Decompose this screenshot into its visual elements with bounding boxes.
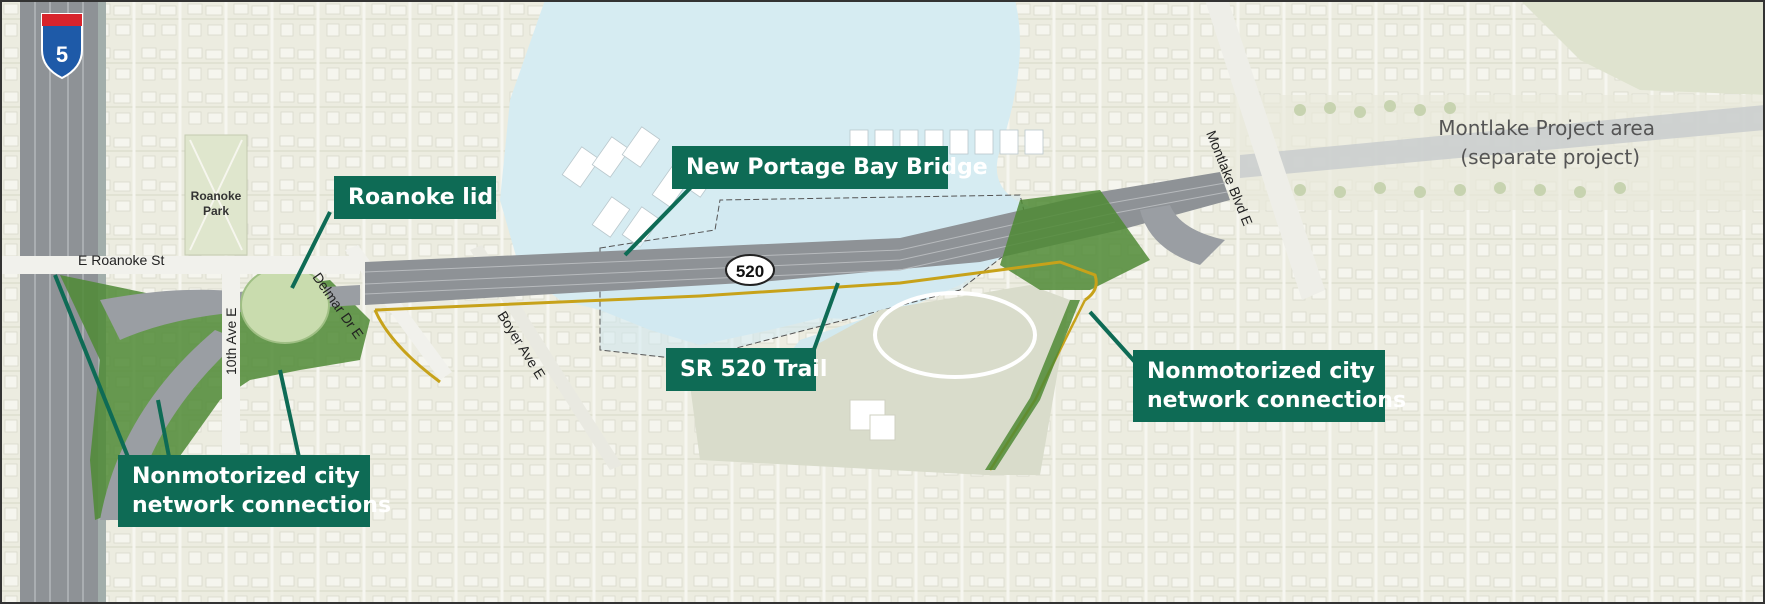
- callout-nonmotorized-west-line1: Nonmotorized city: [132, 464, 360, 489]
- callout-leaders: [53, 176, 1137, 463]
- upper-right-park: [1520, 0, 1765, 95]
- callout-nonmotorized-west: Nonmotorized city network connections: [118, 455, 392, 527]
- interstate-shield-icon: 5: [41, 13, 83, 80]
- state-route-shield-icon: 520: [725, 254, 775, 286]
- callout-roanoke-lid: Roanoke lid: [334, 176, 496, 219]
- callout-sr520-trail-text: SR 520 Trail: [680, 357, 828, 382]
- south-park-area: [690, 285, 1070, 475]
- callout-nonmotorized-east-line1: Nonmotorized city: [1147, 359, 1375, 384]
- project-area-label-line1: Montlake Project area: [1438, 116, 1655, 140]
- sr520-highway: [365, 172, 1230, 305]
- roanoke-park-paths: [189, 139, 243, 251]
- montlake-trees: [1294, 100, 1626, 198]
- callout-roanoke-lid-text: Roanoke lid: [348, 185, 494, 210]
- montlake-street: [1205, 0, 1325, 300]
- montlake-highway: [1240, 105, 1765, 178]
- state-route-shield-number: 520: [736, 262, 764, 281]
- school-buildings: [849, 399, 896, 441]
- callout-new-bridge-text: New Portage Bay Bridge: [686, 155, 988, 180]
- tenth-ave-street: [222, 256, 240, 456]
- interstate-shield-number: 5: [56, 42, 68, 67]
- sr520-trail: [374, 260, 1098, 312]
- park-label-line2: Park: [203, 204, 229, 218]
- trail-east-green-strip: [985, 300, 1080, 470]
- street-label-roanoke: E Roanoke St: [78, 252, 164, 268]
- boyer-street: [470, 245, 622, 470]
- callout-sr520-trail: SR 520 Trail: [666, 348, 828, 391]
- street-label-tenth-ave: 10th Ave E: [223, 308, 239, 375]
- montlake-ramp-loop: [1140, 205, 1225, 265]
- callout-nonmotorized-west-line2: network connections: [132, 493, 392, 518]
- running-track: [873, 291, 1037, 379]
- park-label-line1: Roanoke: [191, 189, 242, 203]
- trail-west-ramp: [373, 309, 441, 384]
- callout-nonmotorized-east-line2: network connections: [1147, 388, 1407, 413]
- callout-nonmotorized-east: Nonmotorized city network connections: [1133, 350, 1407, 422]
- project-area-label-line2: (separate project): [1460, 145, 1640, 169]
- callout-new-bridge: New Portage Bay Bridge: [672, 146, 988, 189]
- roanoke-street: [0, 256, 360, 274]
